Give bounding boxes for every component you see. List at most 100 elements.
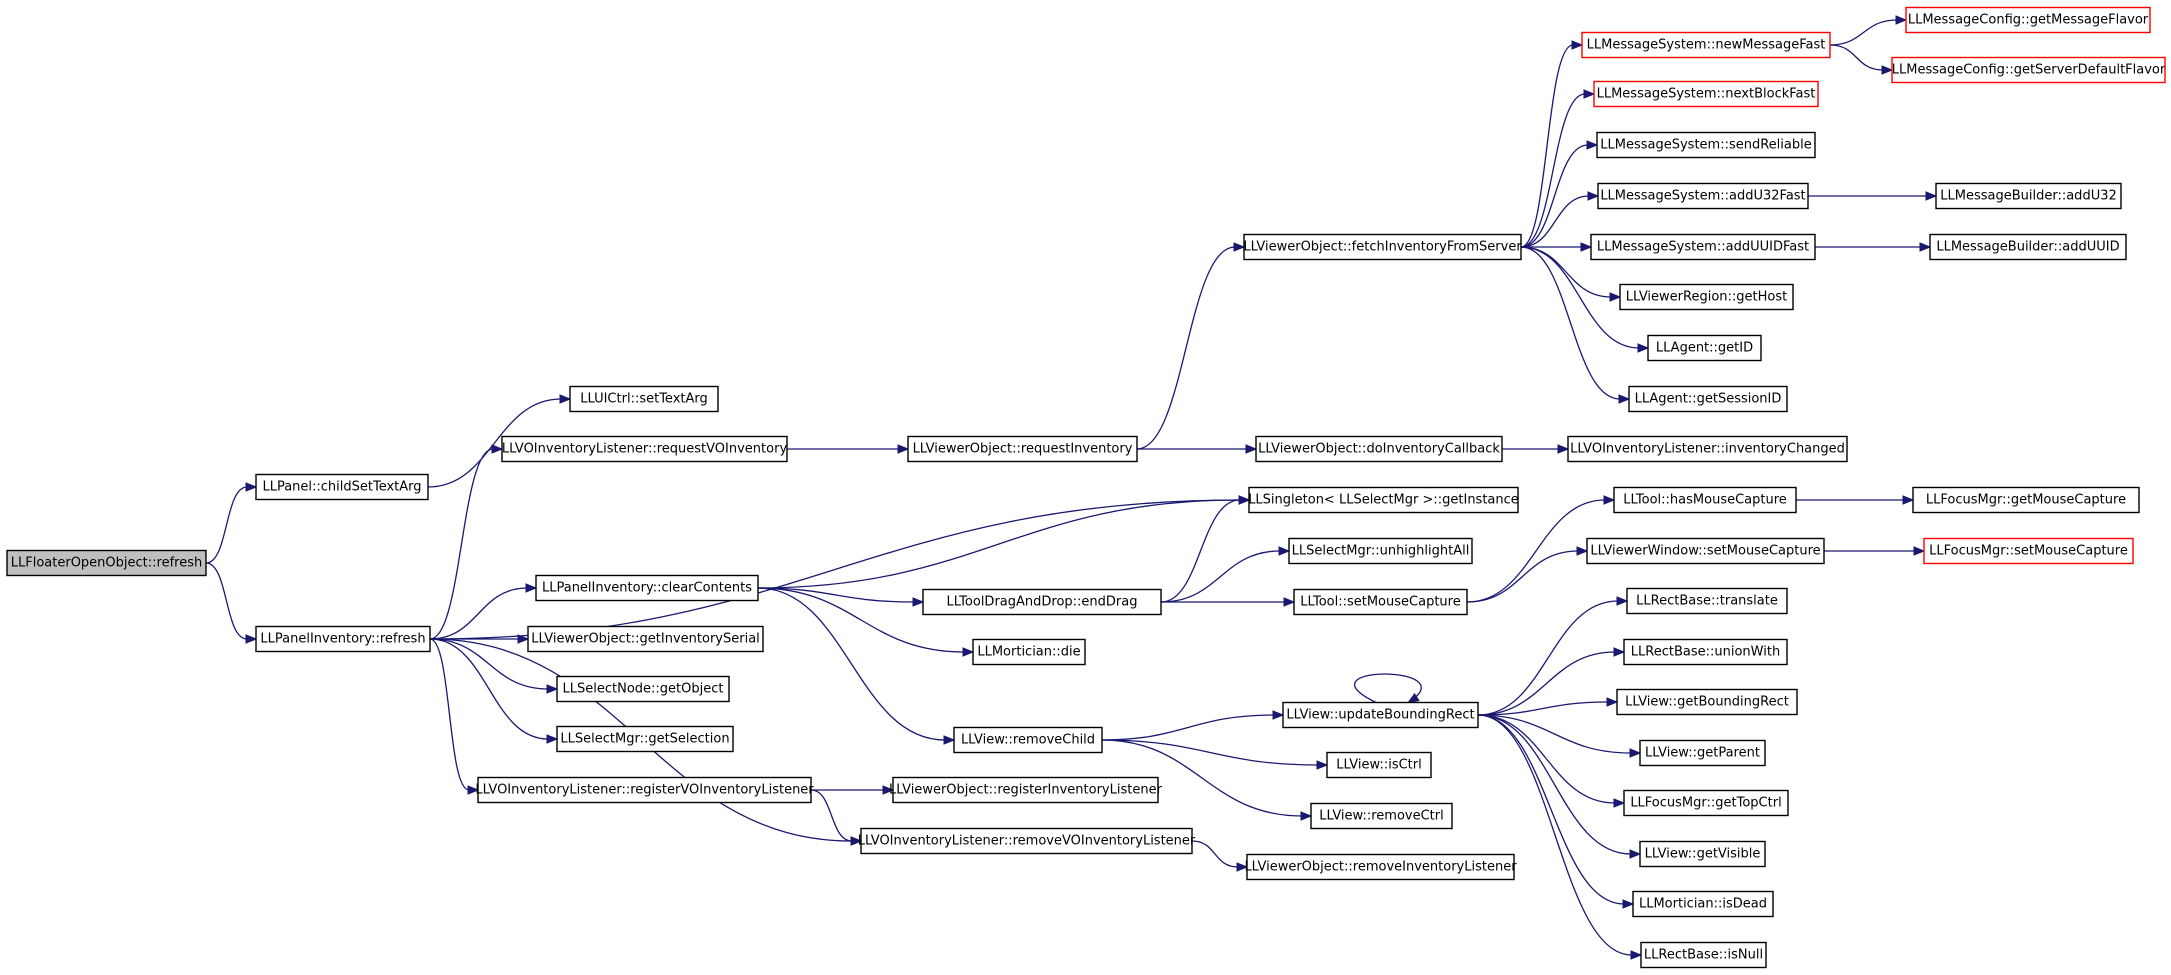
node-n42[interactable]: LLMortician::isDead bbox=[1632, 890, 1774, 918]
node-label: LLMortician::die bbox=[977, 645, 1080, 660]
edge-n9-n10 bbox=[810, 789, 863, 846]
node-n41[interactable]: LLView::getVisible bbox=[1639, 840, 1766, 868]
node-n20[interactable]: LLTool::setMouseCapture bbox=[1293, 588, 1468, 616]
node-n45[interactable]: LLMessageConfig::getServerDefaultFlavor bbox=[1891, 56, 2166, 84]
node-label: LLView::getBoundingRect bbox=[1625, 695, 1789, 710]
node-label: LLView::isCtrl bbox=[1336, 758, 1421, 773]
node-n49[interactable]: LLFocusMgr::setMouseCapture bbox=[1923, 537, 2134, 565]
node-n19[interactable]: LLSelectMgr::unhighlightAll bbox=[1288, 537, 1473, 565]
arrowhead-n28-n46 bbox=[1925, 191, 1938, 201]
node-n46[interactable]: LLMessageBuilder::addU32 bbox=[1935, 182, 2122, 210]
node-box bbox=[953, 726, 1103, 754]
node-n25[interactable]: LLMessageSystem::newMessageFast bbox=[1581, 31, 1831, 59]
node-box bbox=[501, 435, 788, 463]
node-n32[interactable]: LLAgent::getSessionID bbox=[1628, 385, 1788, 413]
node-label: LLMessageBuilder::addU32 bbox=[1940, 189, 2117, 204]
node-box bbox=[477, 776, 812, 804]
arrowhead-n16-n29 bbox=[1580, 242, 1593, 252]
node-n35[interactable]: LLViewerWindow::setMouseCapture bbox=[1586, 537, 1825, 565]
node-box bbox=[535, 574, 759, 602]
node-n3[interactable]: LLUICtrl::setTextArg bbox=[569, 385, 719, 413]
node-label: LLTool::hasMouseCapture bbox=[1623, 493, 1787, 508]
node-n33[interactable]: LLVOInventoryListener::inventoryChanged bbox=[1567, 435, 1848, 463]
arrowhead-n5-n13 bbox=[962, 647, 975, 657]
node-n17[interactable]: LLViewerObject::doInventoryCallback bbox=[1255, 435, 1503, 463]
edge-n21-n43 bbox=[1477, 714, 1643, 960]
node-n1[interactable]: LLPanel::childSetTextArg bbox=[255, 473, 429, 501]
node-n11[interactable]: LLViewerObject::requestInventory bbox=[907, 435, 1138, 463]
arrowhead-n20-n34 bbox=[1603, 495, 1616, 505]
arrowhead-n25-n45 bbox=[1881, 65, 1894, 75]
node-n44[interactable]: LLMessageConfig::getMessageFlavor bbox=[1905, 6, 2151, 34]
node-n6[interactable]: LLViewerObject::getInventorySerial bbox=[527, 625, 764, 653]
node-box bbox=[527, 625, 764, 653]
edge-n21-n38 bbox=[1477, 697, 1619, 716]
node-n4[interactable]: LLVOInventoryListener::requestVOInventor… bbox=[501, 435, 788, 463]
edge-n5-n12 bbox=[757, 587, 925, 607]
node-n36[interactable]: LLRectBase::translate bbox=[1626, 587, 1788, 615]
node-box bbox=[1593, 80, 1819, 108]
node-n23[interactable]: LLView::removeCtrl bbox=[1310, 802, 1453, 830]
node-box bbox=[1613, 486, 1797, 514]
node-label: LLVOInventoryListener::removeVOInventory… bbox=[858, 834, 1196, 849]
node-box bbox=[1640, 941, 1767, 969]
edge-n9-n15 bbox=[810, 785, 895, 795]
node-n22[interactable]: LLView::isCtrl bbox=[1326, 751, 1432, 779]
node-n31[interactable]: LLAgent::getID bbox=[1647, 334, 1762, 362]
node-n21[interactable]: LLView::updateBoundingRect bbox=[1282, 701, 1479, 729]
node-n12[interactable]: LLToolDragAndDrop::endDrag bbox=[922, 588, 1162, 616]
node-label: LLViewerObject::doInventoryCallback bbox=[1258, 442, 1500, 457]
node-n5[interactable]: LLPanelInventory::clearContents bbox=[535, 574, 759, 602]
edge-n16-n28 bbox=[1520, 191, 1600, 248]
edge-n12-n18 bbox=[1160, 495, 1251, 603]
arrowhead-n25-n44 bbox=[1895, 15, 1908, 25]
node-box bbox=[1619, 283, 1794, 311]
node-box bbox=[972, 638, 1086, 666]
node-label: LLAgent::getID bbox=[1656, 341, 1753, 356]
edge-n28-n46 bbox=[1808, 191, 1938, 201]
node-n16[interactable]: LLViewerObject::fetchInventoryFromServer bbox=[1243, 233, 1522, 261]
node-n40[interactable]: LLFocusMgr::getTopCtrl bbox=[1623, 789, 1789, 817]
arrowhead-n21-n41 bbox=[1629, 849, 1642, 859]
node-box bbox=[1246, 853, 1515, 881]
node-n29[interactable]: LLMessageSystem::addUUIDFast bbox=[1590, 233, 1816, 261]
node-n34[interactable]: LLTool::hasMouseCapture bbox=[1613, 486, 1797, 514]
node-n28[interactable]: LLMessageSystem::addU32Fast bbox=[1597, 182, 1809, 210]
node-n37[interactable]: LLRectBase::unionWith bbox=[1623, 638, 1788, 666]
node-box bbox=[556, 725, 734, 753]
arrowhead-n20-n35 bbox=[1576, 546, 1589, 556]
node-n39[interactable]: LLView::getParent bbox=[1639, 739, 1766, 767]
node-box bbox=[1243, 233, 1522, 261]
node-box bbox=[1567, 435, 1848, 463]
node-box bbox=[907, 435, 1138, 463]
node-n30[interactable]: LLViewerRegion::getHost bbox=[1619, 283, 1794, 311]
node-n8[interactable]: LLSelectMgr::getSelection bbox=[556, 725, 734, 753]
node-box bbox=[922, 588, 1162, 616]
node-n9[interactable]: LLVOInventoryListener::registerVOInvento… bbox=[475, 776, 814, 804]
node-n2[interactable]: LLPanelInventory::refresh bbox=[255, 625, 431, 653]
node-n7[interactable]: LLSelectNode::getObject bbox=[556, 675, 730, 703]
node-n43[interactable]: LLRectBase::isNull bbox=[1640, 941, 1767, 969]
node-n10[interactable]: LLVOInventoryListener::removeVOInventory… bbox=[858, 827, 1196, 855]
node-box bbox=[1597, 182, 1809, 210]
node-n13[interactable]: LLMortician::die bbox=[972, 638, 1086, 666]
node-n47[interactable]: LLMessageBuilder::addUUID bbox=[1929, 233, 2127, 261]
node-box bbox=[1891, 56, 2166, 84]
arrowhead-n16-n27 bbox=[1586, 140, 1599, 150]
node-n27[interactable]: LLMessageSystem::sendReliable bbox=[1596, 131, 1816, 159]
node-n15[interactable]: LLViewerObject::registerInventoryListene… bbox=[889, 776, 1163, 804]
node-label: LLVOInventoryListener::inventoryChanged bbox=[1570, 442, 1845, 457]
node-label: LLView::removeCtrl bbox=[1319, 809, 1443, 824]
node-n38[interactable]: LLView::getBoundingRect bbox=[1616, 688, 1798, 716]
arrowhead-n9-n10 bbox=[850, 836, 863, 846]
arrowhead-n16-n28 bbox=[1587, 191, 1600, 201]
arrowhead-n21-n40 bbox=[1613, 798, 1626, 808]
node-n48[interactable]: LLFocusMgr::getMouseCapture bbox=[1912, 486, 2140, 514]
arrowhead-n10-n24 bbox=[1236, 862, 1249, 872]
node-n26[interactable]: LLMessageSystem::nextBlockFast bbox=[1593, 80, 1819, 108]
node-n18[interactable]: LLSingleton< LLSelectMgr >::getInstance bbox=[1248, 486, 1519, 514]
node-n24[interactable]: LLViewerObject::removeInventoryListener bbox=[1244, 853, 1517, 881]
node-n14[interactable]: LLView::removeChild bbox=[953, 726, 1103, 754]
edge-n5-n18 bbox=[757, 495, 1251, 589]
